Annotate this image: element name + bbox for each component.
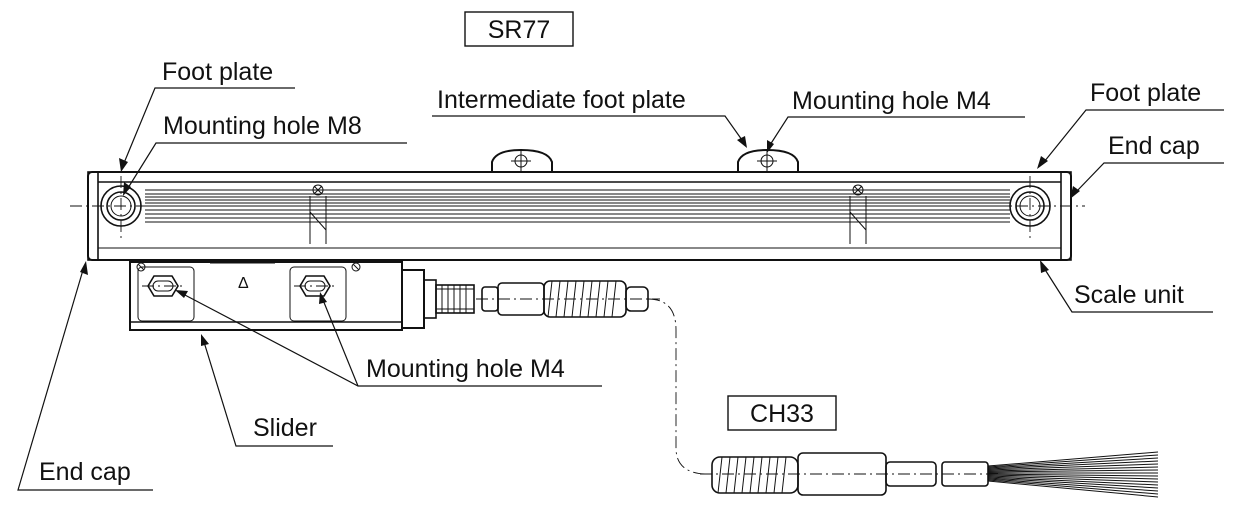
end-cap-left-label: End cap: [39, 458, 131, 486]
cable-wire-strand: [987, 478, 1159, 492]
scale-unit-label: Scale unit: [1074, 281, 1184, 309]
cable-wire-fan: [987, 451, 1159, 498]
cable-wire-strand: [987, 457, 1159, 469]
mounting-hole-m4-top-label: Mounting hole M4: [792, 87, 991, 115]
cable-wire-strand: [987, 463, 1159, 471]
slider-screw-left: [136, 262, 146, 272]
foot-plate-left-label: Foot plate: [162, 58, 273, 86]
scale-bar-outline: [87, 171, 1072, 261]
ch33-label-box: CH33: [727, 395, 837, 431]
cable-wire-strand: [987, 460, 1159, 470]
sr77-label-box: SR77: [464, 11, 574, 47]
slider-screw-right: [351, 262, 361, 272]
cable-wire-strand: [987, 473, 1159, 477]
slider-mark: Δ: [238, 275, 249, 292]
mounting-hole-m4-bottom-label: Mounting hole M4: [366, 355, 565, 383]
cable-wire-strand: [987, 480, 1159, 498]
slider-mounting-hole-right: [294, 275, 336, 297]
slider-mounting-hole-left: [142, 275, 184, 297]
mounting-hole-m8-label: Mounting hole M8: [163, 112, 362, 140]
cable-wire-strand: [987, 451, 1159, 467]
cable-wire-strand: [987, 475, 1159, 483]
intermediate-foot-plate-hole-left: [511, 151, 531, 171]
cable-wire-strand: [987, 479, 1159, 495]
cable-wire-strand: [987, 476, 1159, 486]
scale-unit-body: [70, 148, 1085, 261]
cable-wire-strand: [987, 466, 1159, 472]
slider-body: Δ: [129, 261, 475, 331]
cable-path: [647, 298, 709, 475]
sr77-label: SR77: [488, 16, 551, 44]
cable-wire-strand: [987, 454, 1159, 468]
mounting-hole-m8-left: [100, 176, 142, 240]
slider-connector-block: [401, 269, 425, 329]
intermediate-foot-plate-label: Intermediate foot plate: [437, 86, 686, 114]
mounting-hole-m8-right: [1009, 176, 1051, 240]
end-cap-right-part: [1060, 171, 1072, 261]
clamp-screw-right: [849, 184, 867, 244]
slider-label: Slider: [253, 414, 317, 442]
cable-wire-strand: [987, 474, 1159, 480]
end-cap-left-part: [87, 171, 99, 261]
slider-connector-nut: [435, 284, 475, 314]
intermediate-foot-plate-hole-right: [757, 151, 777, 171]
end-cap-right-label: End cap: [1108, 132, 1200, 160]
lower-plug-thread: [711, 456, 799, 494]
cable-ch33: [476, 280, 1159, 498]
cable-wire-strand: [987, 469, 1159, 473]
slider-outline: [129, 261, 403, 331]
clamp-screw-left: [309, 184, 327, 244]
foot-plate-right-label: Foot plate: [1090, 79, 1201, 107]
ch33-label: CH33: [750, 400, 814, 428]
cable-wire-strand: [987, 477, 1159, 489]
